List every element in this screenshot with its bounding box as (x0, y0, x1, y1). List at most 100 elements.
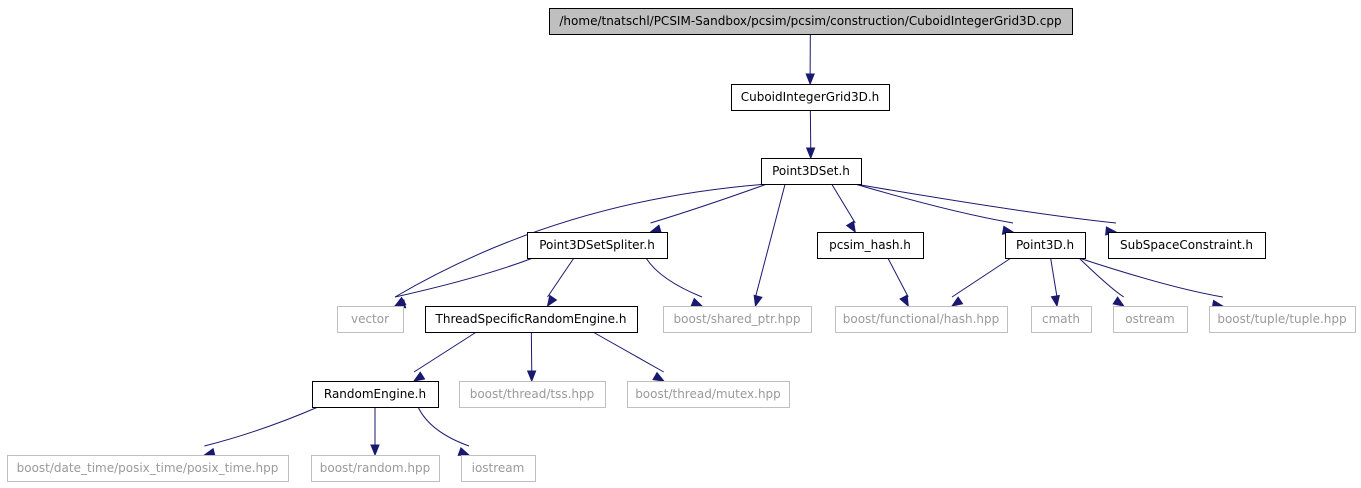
edge-line (951, 257, 1012, 298)
node-box (337, 306, 404, 333)
node-spliter[interactable]: Point3DSetSpliter.h (527, 232, 668, 259)
arrowhead (526, 370, 537, 383)
node-cmath: cmath (1031, 306, 1092, 333)
node-tsre[interactable]: ThreadSpecificRandomEngine.h (425, 306, 638, 333)
node-iostream: iostream (461, 455, 536, 482)
arrowhead (950, 296, 964, 307)
edge-line (1078, 257, 1125, 298)
edge-spliter-to-tsre (546, 257, 575, 308)
edge-point3dset-to-point3d (854, 183, 1015, 235)
edge-cuboid-to-point3dset (805, 109, 816, 160)
arrowhead (412, 371, 426, 382)
node-box (311, 455, 440, 482)
node-label: boost/random.hpp (320, 461, 431, 475)
edge-line (417, 406, 470, 447)
node-box (817, 232, 924, 259)
node-label: cmath (1042, 312, 1080, 326)
node-pcsim-hash[interactable]: pcsim_hash.h (817, 232, 924, 259)
node-posix-time: boost/date_time/posix_time/posix_time.hp… (7, 455, 289, 482)
node-root[interactable]: /home/tnatschl/PCSIM-Sandbox/pcsim/pcsim… (549, 8, 1073, 35)
edge-tsre-to-mutex (592, 331, 665, 382)
arrowhead (690, 297, 704, 307)
node-random-engine[interactable]: RandomEngine.h (312, 381, 439, 408)
arrowhead (649, 224, 662, 234)
node-label: boost/thread/mutex.hpp (635, 387, 781, 401)
node-box (7, 455, 289, 482)
edge-spliter-to-vector (393, 257, 534, 309)
node-cuboid[interactable]: CuboidIntegerGrid3D.h (731, 84, 890, 111)
node-mutex: boost/thread/mutex.hpp (627, 381, 790, 408)
edge-line (650, 183, 768, 224)
edge-point3d-to-func_hash (950, 257, 1012, 307)
edge-line (204, 406, 319, 447)
edge-line (755, 183, 786, 298)
edge-point3d-to-cmath (1050, 257, 1060, 308)
edge-line (887, 257, 909, 298)
edge-point3dset-to-shared_ptr (753, 183, 786, 308)
node-subspace[interactable]: SubSpaceConstraint.h (1108, 232, 1266, 259)
node-point3dset[interactable]: Point3DSet.h (761, 158, 862, 185)
node-box (1005, 232, 1086, 259)
node-tss: boost/thread/tss.hpp (459, 381, 606, 408)
node-label: boost/shared_ptr.hpp (674, 312, 801, 326)
arrowhead (546, 294, 558, 308)
node-box (663, 306, 812, 333)
edge-line (854, 183, 1014, 224)
node-label: Point3DSet.h (772, 164, 850, 178)
edge-line (854, 183, 1117, 224)
edge-point3dset-to-pcsim_hash (831, 183, 856, 234)
arrowhead (370, 444, 380, 457)
node-box (461, 455, 536, 482)
arrowhead (1112, 296, 1125, 307)
node-box (627, 381, 790, 408)
edge-line (394, 183, 768, 298)
node-box (459, 381, 606, 408)
arrowhead (652, 371, 665, 382)
node-box (1031, 306, 1092, 333)
arrowhead (457, 446, 471, 456)
edge-line (645, 257, 703, 298)
node-vector: vector (337, 306, 404, 333)
edge-point3d-to-tuple (1078, 257, 1225, 309)
arrowhead (1050, 294, 1060, 308)
node-point3d[interactable]: Point3D.h (1005, 232, 1086, 259)
edge-random_engine-to-random_hpp (370, 407, 380, 457)
edge-random_engine-to-iostream (417, 406, 471, 456)
node-box (425, 306, 638, 333)
node-box (761, 158, 862, 185)
node-shared-ptr: boost/shared_ptr.hpp (663, 306, 812, 333)
node-label: CuboidIntegerGrid3D.h (741, 90, 880, 104)
node-label: vector (351, 312, 389, 326)
node-label: Point3DSetSpliter.h (539, 238, 655, 252)
edge-line (1050, 257, 1058, 298)
edge-random_engine-to-posix_time (203, 406, 319, 458)
node-label: Point3D.h (1016, 238, 1074, 252)
arrowhead (805, 73, 815, 86)
node-box (731, 84, 890, 111)
edge-line (547, 257, 575, 298)
node-box (1113, 306, 1188, 333)
edge-tsre-to-tss (526, 331, 537, 383)
node-label: boost/date_time/posix_time/posix_time.hp… (17, 461, 279, 475)
node-label: boost/functional/hash.hpp (843, 312, 1000, 326)
arrowhead (899, 294, 909, 308)
node-label: boost/thread/tss.hpp (470, 387, 595, 401)
node-label: ThreadSpecificRandomEngine.h (435, 312, 627, 326)
node-label: boost/tuple/tuple.hpp (1217, 312, 1346, 326)
node-box (1209, 306, 1356, 333)
nodes-layer: /home/tnatschl/PCSIM-Sandbox/pcsim/pcsim… (7, 8, 1356, 482)
edge-line (394, 257, 534, 298)
edge-line (592, 331, 664, 373)
arrowhead (845, 220, 856, 234)
node-label: iostream (472, 461, 525, 475)
node-label: SubSpaceConstraint.h (1120, 238, 1253, 252)
node-ostream: ostream (1113, 306, 1188, 333)
node-box (527, 232, 668, 259)
node-box (835, 306, 1008, 333)
arrowhead (753, 294, 763, 308)
edge-line (831, 183, 856, 224)
edges-layer (203, 33, 1225, 458)
node-box (1108, 232, 1266, 259)
edge-line (1078, 257, 1223, 298)
